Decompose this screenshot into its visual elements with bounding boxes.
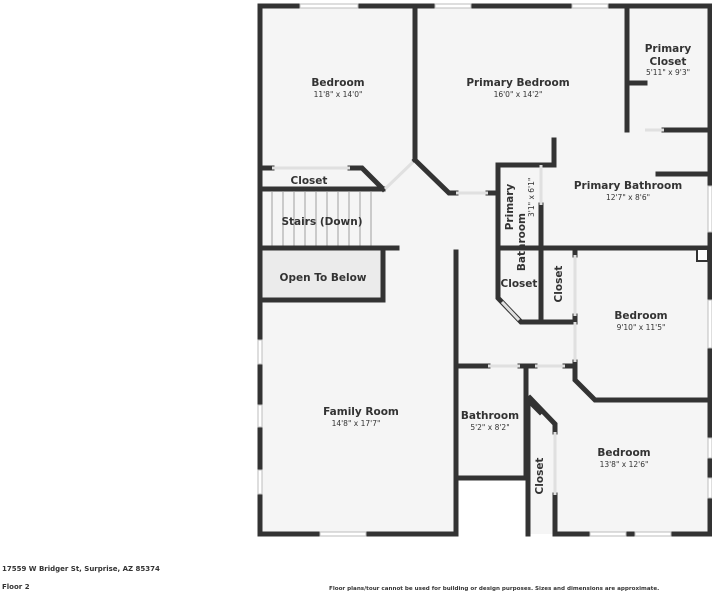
- svg-text:Bathroom: Bathroom: [516, 213, 528, 271]
- svg-text:Closet: Closet: [291, 175, 328, 187]
- svg-text:Stairs (Down): Stairs (Down): [281, 216, 362, 228]
- svg-text:5'11" x 9'3": 5'11" x 9'3": [646, 68, 690, 77]
- svg-text:Closet: Closet: [534, 458, 546, 495]
- svg-text:14'8" x 17'7": 14'8" x 17'7": [332, 419, 381, 428]
- open-to-below-area: [262, 250, 383, 299]
- room-bedroom-2: Bedroom 9'10" x 11'5": [614, 310, 667, 332]
- svg-text:5'2" x 8'2": 5'2" x 8'2": [470, 423, 509, 432]
- svg-text:Open To Below: Open To Below: [280, 272, 367, 284]
- floor-label: Floor 2: [2, 583, 30, 591]
- svg-text:Primary: Primary: [645, 43, 692, 55]
- room-closet-middle-vertical: Closet: [553, 266, 565, 303]
- property-address: 17559 W Bridger St, Surprise, AZ 85374: [2, 565, 160, 573]
- svg-text:16'0" x 14'2": 16'0" x 14'2": [494, 90, 543, 99]
- windows: [257, 3, 712, 537]
- room-closet-top-left: Closet: [291, 175, 328, 187]
- svg-text:3'1" x 6'1": 3'1" x 6'1": [527, 178, 536, 217]
- svg-text:13'8" x 12'6": 13'8" x 12'6": [600, 460, 649, 469]
- svg-text:Primary: Primary: [504, 184, 516, 231]
- room-family-room: Family Room 14'8" x 17'7": [323, 406, 399, 428]
- svg-text:Closet: Closet: [650, 56, 687, 68]
- svg-text:11'8" x 14'0": 11'8" x 14'0": [314, 90, 363, 99]
- svg-text:Bedroom: Bedroom: [597, 447, 650, 459]
- svg-text:Closet: Closet: [501, 278, 538, 290]
- svg-text:Primary Bedroom: Primary Bedroom: [466, 77, 569, 89]
- svg-text:12'7" x 8'6": 12'7" x 8'6": [606, 193, 650, 202]
- doors: [272, 128, 664, 495]
- room-closet-middle: Closet: [501, 278, 538, 290]
- svg-text:Bedroom: Bedroom: [614, 310, 667, 322]
- room-primary-bedroom: Primary Bedroom 16'0" x 14'2": [466, 77, 569, 99]
- svg-text:Bedroom: Bedroom: [311, 77, 364, 89]
- room-primary-bathroom-small: Primary Bathroom 3'1" x 6'1": [504, 178, 536, 271]
- room-closet-bottom: Closet: [534, 458, 546, 495]
- svg-text:9'10" x 11'5": 9'10" x 11'5": [617, 323, 666, 332]
- stairs-treads: [271, 192, 372, 246]
- room-primary-bathroom: Primary Bathroom 12'7" x 8'6": [574, 180, 682, 202]
- svg-text:Closet: Closet: [553, 266, 565, 303]
- room-stairs: Stairs (Down): [281, 216, 362, 228]
- svg-text:Family Room: Family Room: [323, 406, 399, 418]
- svg-text:Bathroom: Bathroom: [461, 410, 519, 422]
- room-bedroom-1: Bedroom 11'8" x 14'0": [311, 77, 364, 99]
- disclaimer-text: Floor plans/tour cannot be used for buil…: [329, 586, 660, 592]
- room-bedroom-3: Bedroom 13'8" x 12'6": [597, 447, 650, 469]
- room-open-to-below: Open To Below: [280, 272, 367, 284]
- svg-text:Primary Bathroom: Primary Bathroom: [574, 180, 682, 192]
- room-bathroom: Bathroom 5'2" x 8'2": [461, 410, 519, 432]
- room-primary-closet: Primary Closet 5'11" x 9'3": [645, 43, 692, 77]
